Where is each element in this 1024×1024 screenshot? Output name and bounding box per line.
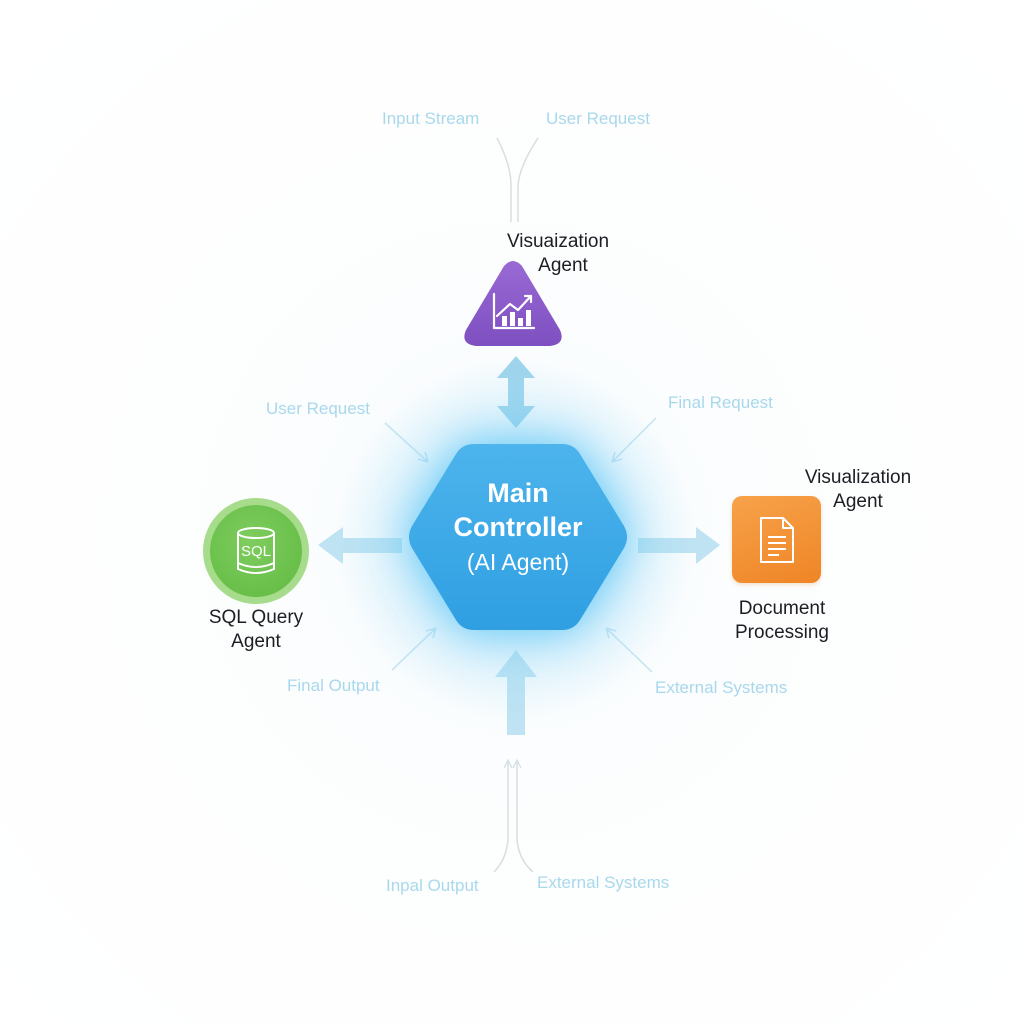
- hexagon-shape: [409, 444, 627, 630]
- flow-label-mid-left-bottom: Final Output: [287, 676, 380, 695]
- visualization-agent-label-line2: Agent: [538, 255, 588, 276]
- controller-title-line1: Main: [487, 478, 549, 508]
- bottom-small-arrowhead-right: [512, 758, 522, 769]
- visualization-agent-label-line1: Visuaization: [506, 231, 610, 252]
- document-agent-label: Document Processing: [722, 597, 842, 645]
- document-top-label-line1: Visualization: [804, 467, 912, 488]
- visualization-agent-label: Visuaization Agent: [478, 230, 638, 278]
- document-top-label: Visualization Agent: [798, 466, 918, 514]
- visualization-agent-node[interactable]: [462, 258, 564, 348]
- bar-chart-trend-icon: [464, 261, 562, 346]
- sql-agent-label-line2: Agent: [231, 631, 281, 652]
- main-controller-label: Main Controller (AI Agent): [404, 476, 632, 579]
- document-icon: [759, 516, 794, 563]
- controller-subtitle: (AI Agent): [466, 549, 570, 575]
- flow-label-mid-right-bottom: External Systems: [655, 678, 788, 697]
- document-processing-node[interactable]: [732, 496, 821, 583]
- sql-node-inner: SQL: [210, 505, 302, 597]
- sql-agent-label-line1: SQL Query: [208, 607, 304, 628]
- database-icon: SQL: [237, 527, 275, 574]
- flow-label-top-left: Input Stream: [382, 109, 480, 128]
- sql-icon-text: SQL: [241, 543, 271, 560]
- flow-label-mid-left-top: User Request: [266, 399, 370, 418]
- flow-label-bottom-right: External Systems: [537, 873, 670, 892]
- sql-query-agent-node[interactable]: SQL: [203, 498, 309, 604]
- document-top-label-line2: Agent: [833, 491, 883, 512]
- flow-label-top-right: User Request: [546, 109, 650, 128]
- main-controller-node[interactable]: [404, 438, 632, 636]
- document-agent-label-line1: Document: [738, 598, 826, 619]
- document-agent-label-line2: Processing: [735, 622, 829, 643]
- sql-agent-label: SQL Query Agent: [196, 606, 316, 654]
- top-right-connector: [517, 137, 539, 222]
- flow-label-bottom-left: Inpal Output: [386, 876, 479, 895]
- controller-title-line2: Controller: [453, 512, 583, 542]
- bottom-left-connector: [493, 762, 509, 873]
- bottom-small-arrowhead-left: [503, 758, 513, 769]
- flow-label-mid-right-top: Final Request: [668, 393, 773, 412]
- top-left-connector: [496, 137, 512, 222]
- bottom-right-connector: [516, 762, 534, 873]
